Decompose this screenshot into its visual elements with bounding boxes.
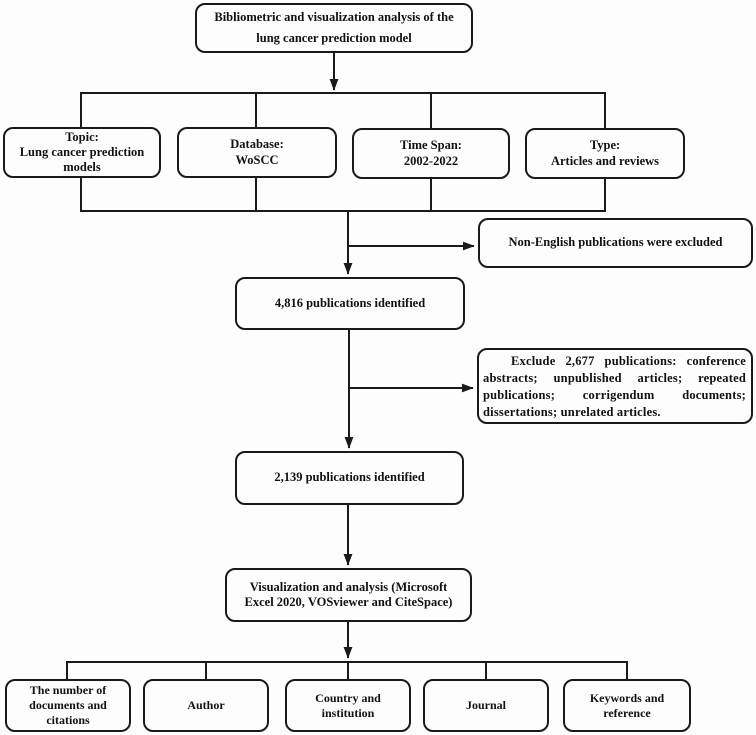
- criteria-timespan-label: Time Span: 2002-2022: [400, 138, 462, 168]
- criteria-box-database: Database: WoSCC: [177, 127, 337, 178]
- criteria-box-topic: Topic: Lung cancer prediction models: [3, 127, 161, 178]
- criteria-type-label: Type: Articles and reviews: [550, 138, 660, 168]
- exclusion-details-box: Exclude 2,677 publications: conference a…: [477, 348, 753, 424]
- output-author-label: Author: [187, 698, 225, 712]
- analysis-tools-label: Visualization and analysis (Microsoft Ex…: [244, 579, 453, 609]
- output-keywords-reference-label: Keywords and reference: [589, 690, 665, 720]
- output-box-keywords-reference: Keywords and reference: [563, 679, 691, 732]
- title-to-criteria-tree: [80, 53, 606, 129]
- output-journal-label: Journal: [465, 698, 506, 712]
- identified-second-box: 2,139 publications identified: [235, 451, 464, 505]
- output-box-documents-citations: The number of documents and citations: [5, 679, 131, 732]
- criteria-topic-label: Topic: Lung cancer prediction models: [19, 129, 145, 175]
- output-country-institution-label: Country and institution: [315, 690, 381, 720]
- screening-flow: [343, 330, 474, 566]
- identified-first-box: 4,816 publications identified: [235, 277, 465, 330]
- non-english-exclusion-label: Non-English publications were excluded: [508, 235, 723, 250]
- output-box-author: Author: [143, 679, 269, 732]
- title-box-label: Bibliometric and visualization analysis …: [214, 9, 454, 45]
- exclusion-details-label: Exclude 2,677 publications: conference a…: [483, 354, 746, 419]
- output-documents-citations-label: The number of documents and citations: [29, 683, 107, 727]
- criteria-box-timespan: Time Span: 2002-2022: [352, 128, 510, 179]
- analysis-to-outputs-tree: [66, 622, 628, 680]
- output-box-journal: Journal: [423, 679, 549, 732]
- identified-second-label: 2,139 publications identified: [274, 470, 425, 485]
- non-english-exclusion-box: Non-English publications were excluded: [478, 218, 753, 268]
- criteria-box-type: Type: Articles and reviews: [525, 128, 685, 179]
- analysis-tools-box: Visualization and analysis (Microsoft Ex…: [225, 568, 472, 622]
- output-box-country-institution: Country and institution: [285, 679, 411, 732]
- title-box: Bibliometric and visualization analysis …: [195, 3, 473, 53]
- identified-first-label: 4,816 publications identified: [274, 295, 426, 310]
- criteria-merge-tree: [80, 177, 606, 275]
- criteria-database-label: Database: WoSCC: [230, 137, 284, 167]
